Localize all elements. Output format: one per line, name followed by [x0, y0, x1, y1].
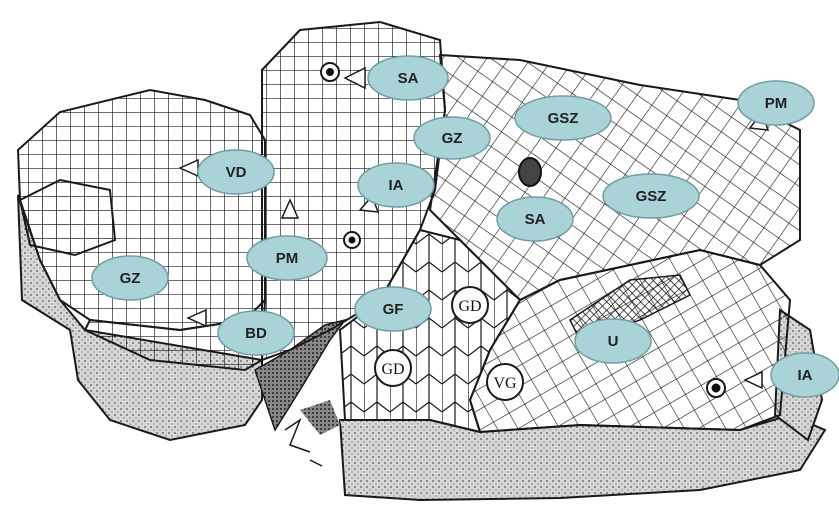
svg-text:GSZ: GSZ [548, 110, 579, 127]
svg-text:SA: SA [398, 70, 419, 87]
label-gz-left: GZ [92, 256, 168, 300]
svg-text:SA: SA [525, 211, 546, 228]
circle-label-gd-upper: GD [452, 287, 488, 323]
label-gsz-top: GSZ [515, 96, 611, 140]
svg-text:PM: PM [765, 95, 788, 112]
svg-text:IA: IA [798, 367, 813, 384]
label-vd: VD [198, 150, 274, 194]
svg-text:VG: VG [493, 375, 517, 392]
svg-text:VD: VD [226, 164, 247, 181]
svg-text:U: U [608, 333, 619, 350]
label-sa-mid: SA [497, 197, 573, 241]
circle-label-gd-lower: GD [375, 350, 411, 386]
svg-text:GD: GD [381, 361, 404, 378]
label-pm-right: PM [738, 81, 814, 125]
label-u: U [575, 319, 651, 363]
svg-text:PM: PM [276, 250, 299, 267]
svg-text:BD: BD [245, 325, 267, 342]
label-sa-top: SA [368, 56, 448, 100]
circle-label-vg: VG [487, 364, 523, 400]
label-gf: GF [355, 287, 431, 331]
label-ia-mid: IA [358, 163, 434, 207]
svg-text:IA: IA [389, 177, 404, 194]
label-bd: BD [218, 311, 294, 355]
svg-text:GZ: GZ [120, 270, 141, 287]
svg-text:GD: GD [458, 298, 481, 315]
label-pm-mid: PM [247, 236, 327, 280]
label-ia-right: IA [771, 353, 839, 397]
label-gz-top: GZ [414, 117, 490, 159]
canal-dot-center [519, 158, 541, 186]
svg-text:GSZ: GSZ [636, 188, 667, 205]
svg-text:GZ: GZ [442, 130, 463, 147]
svg-text:GF: GF [383, 301, 404, 318]
label-gsz-mid: GSZ [603, 174, 699, 218]
